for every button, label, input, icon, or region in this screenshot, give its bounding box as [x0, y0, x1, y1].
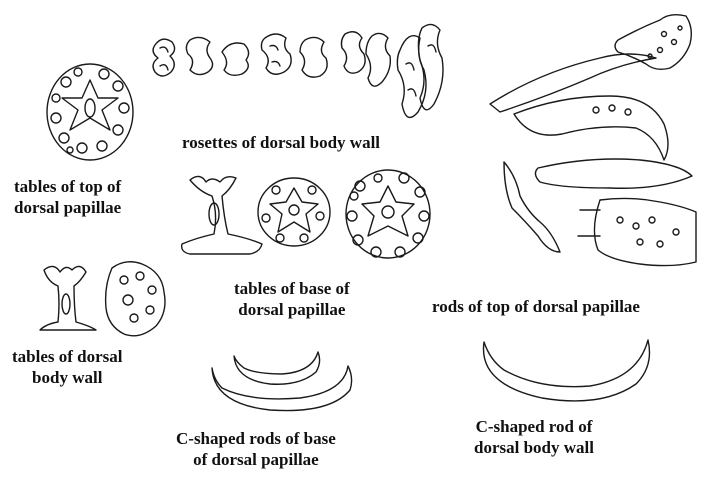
label-line: dorsal papillae: [234, 299, 350, 320]
label-line: of dorsal papillae: [176, 449, 336, 470]
tables-body-wall-drawing: [40, 262, 165, 336]
label-c-rods-base-papillae: C-shaped rods of base of dorsal papillae: [176, 428, 336, 470]
label-line: dorsal body wall: [474, 437, 594, 458]
label-rods-top-papillae: rods of top of dorsal papillae: [432, 296, 640, 317]
label-c-rod-body-wall: C-shaped rod of dorsal body wall: [474, 416, 594, 458]
label-line: body wall: [12, 367, 123, 388]
label-line: tables of base of: [234, 278, 350, 299]
label-line: C-shaped rod of: [474, 416, 594, 437]
label-line: dorsal papillae: [14, 197, 121, 218]
tables-base-papillae-drawing: [182, 170, 430, 258]
c-rods-base-papillae-drawing: [212, 352, 352, 411]
rosettes-drawing: [153, 24, 443, 117]
label-tables-top-papillae: tables of top of dorsal papillae: [14, 176, 121, 218]
table-top-papillae-drawing: [47, 64, 133, 160]
label-line: C-shaped rods of base: [176, 428, 336, 449]
label-line: tables of top of: [14, 176, 121, 197]
label-tables-base-papillae: tables of base of dorsal papillae: [234, 278, 350, 320]
label-line: tables of dorsal: [12, 346, 123, 367]
c-rod-body-wall-drawing: [483, 340, 649, 401]
rods-top-papillae-drawing: [490, 15, 696, 266]
label-rosettes: rosettes of dorsal body wall: [182, 132, 380, 153]
label-tables-body-wall: tables of dorsal body wall: [12, 346, 123, 388]
